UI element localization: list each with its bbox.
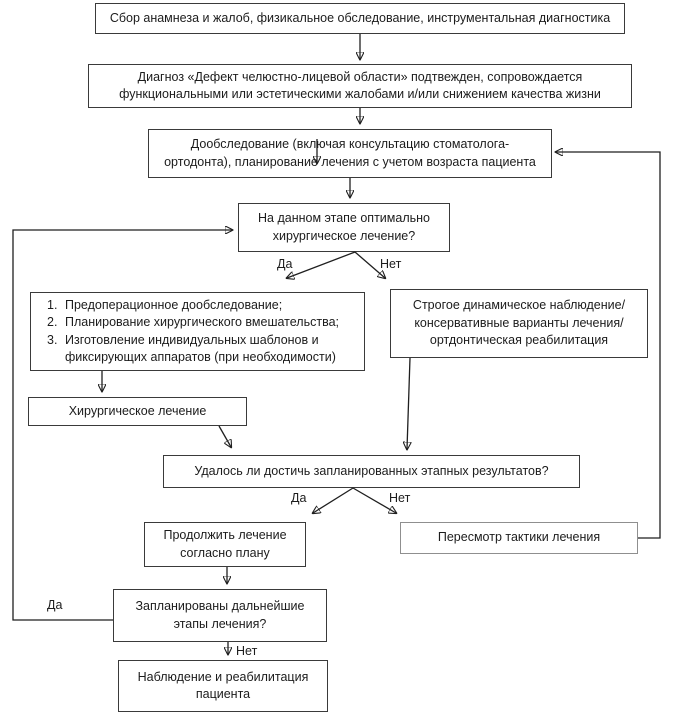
flow-step-observation-conservative-text: Строгое динамическое наблюдение/ консерв… — [412, 298, 626, 348]
preop-list-item-text: Изготовление индивидуальных шаблонов и ф… — [65, 332, 336, 365]
flow-step-observation-conservative: Строгое динамическое наблюдение/ консерв… — [390, 289, 648, 358]
branch-label-no-further: Нет — [236, 644, 258, 658]
flow-decision-surgery-optimal: На данном этапе оптимально хирургическое… — [238, 203, 450, 252]
preop-list: 1. Предоперационное дообследование; 2. П… — [35, 297, 339, 367]
flow-step-continue-plan-text: Продолжить лечение согласно плану — [163, 528, 287, 560]
flow-step-preop-list: 1. Предоперационное дообследование; 2. П… — [30, 292, 365, 371]
arrow-results-yes-to-continue — [313, 487, 354, 513]
branch-label-no-surgery: Нет — [380, 257, 402, 271]
flow-step-followup-planning: Дообследование (включая консультацию сто… — [148, 129, 552, 178]
flow-step-revise-tactics-text: Пересмотр тактики лечения — [437, 530, 601, 545]
branch-label-yes-further: Да — [47, 598, 63, 612]
flow-step-surgical-treatment: Хирургическое лечение — [28, 397, 247, 426]
arrow-decision-yes-to-preop — [287, 251, 356, 278]
preop-list-item-text: Предоперационное дообследование; — [65, 297, 283, 312]
flow-step-surgical-treatment-text: Хирургическое лечение — [68, 403, 207, 418]
arrow-observation-to-results — [407, 357, 410, 449]
flow-decision-results-achieved-text: Удалось ли достичь запланированных этапн… — [194, 463, 549, 478]
flow-step-anamnesis-text: Сбор анамнеза и жалоб, физикальное обсле… — [109, 10, 611, 25]
branch-label-no-results: Нет — [389, 491, 411, 505]
preop-list-item: 2. Планирование хирургического вмешатель… — [35, 314, 339, 332]
flow-step-anamnesis: Сбор анамнеза и жалоб, физикальное обсле… — [95, 3, 625, 34]
flow-step-revise-tactics: Пересмотр тактики лечения — [400, 522, 638, 554]
flow-step-patient-rehabilitation: Наблюдение и реабилитация пациента — [118, 660, 328, 712]
branch-label-yes-surgery: Да — [277, 257, 293, 271]
preop-list-item-number: 3. — [47, 332, 58, 347]
preop-list-item: 1. Предоперационное дообследование; — [35, 297, 339, 315]
preop-list-item-number: 1. — [47, 297, 58, 312]
flow-decision-further-stages: Запланированы дальнейшие этапы лечения? — [113, 589, 327, 642]
preop-list-item: 3. Изготовление индивидуальных шаблонов … — [35, 332, 339, 367]
arrow-surgery-to-results — [218, 425, 231, 447]
branch-label-yes-results: Да — [291, 491, 307, 505]
flow-decision-further-stages-text: Запланированы дальнейшие этапы лечения? — [135, 599, 305, 631]
preop-list-item-number: 2. — [47, 315, 58, 329]
preop-list-item-text: Планирование хирургического вмешательств… — [65, 315, 339, 329]
flow-decision-surgery-optimal-text: На данном этапе оптимально хирургическое… — [258, 211, 430, 243]
flow-step-diagnosis: Диагноз «Дефект челюстно-лицевой области… — [88, 64, 632, 108]
flow-decision-results-achieved: Удалось ли достичь запланированных этапн… — [163, 455, 580, 488]
flow-step-followup-planning-text: Дообследование (включая консультацию сто… — [164, 137, 536, 169]
flow-step-continue-plan: Продолжить лечение согласно плану — [144, 522, 306, 567]
flow-step-patient-rehabilitation-text: Наблюдение и реабилитация пациента — [137, 669, 309, 702]
flow-step-diagnosis-text: Диагноз «Дефект челюстно-лицевой области… — [119, 69, 601, 102]
